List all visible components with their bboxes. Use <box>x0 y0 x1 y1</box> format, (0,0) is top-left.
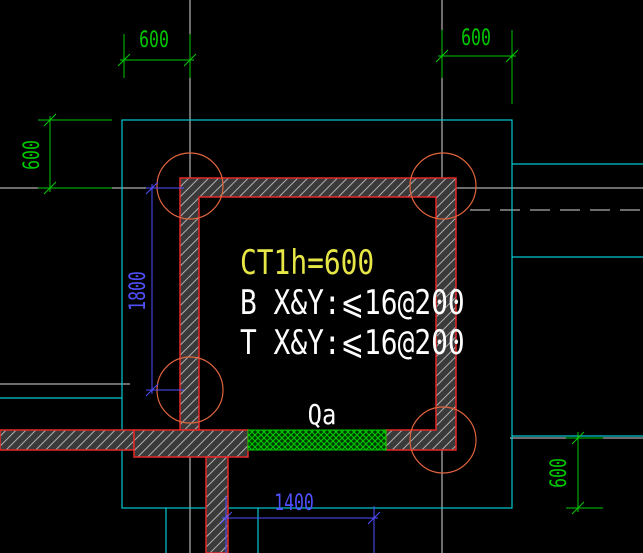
reinforcement-top: T X&Y:⩽16@200 <box>240 323 465 362</box>
beam-label: Qa <box>308 399 337 431</box>
dim-left-height: 1800 <box>125 271 151 311</box>
dim-right-bottom-height: 600 <box>546 458 572 488</box>
core-wall <box>0 177 457 553</box>
dim-top-left-width: 600 <box>139 27 169 53</box>
dim-left-top-height: 600 <box>19 140 45 170</box>
dimension-blue <box>145 181 381 553</box>
reinforcement-bottom: B X&Y:⩽16@200 <box>240 283 465 322</box>
dim-bottom-width: 1400 <box>274 490 314 516</box>
pile-top-left <box>156 152 224 220</box>
cap-label: CT1h=600 <box>240 243 374 282</box>
dimension-green <box>38 30 603 515</box>
pile-top-right <box>409 152 477 220</box>
pile-bottom-right <box>409 406 477 474</box>
dim-top-right-width: 600 <box>461 25 491 51</box>
beam-opening <box>247 429 387 451</box>
piles <box>156 152 477 474</box>
